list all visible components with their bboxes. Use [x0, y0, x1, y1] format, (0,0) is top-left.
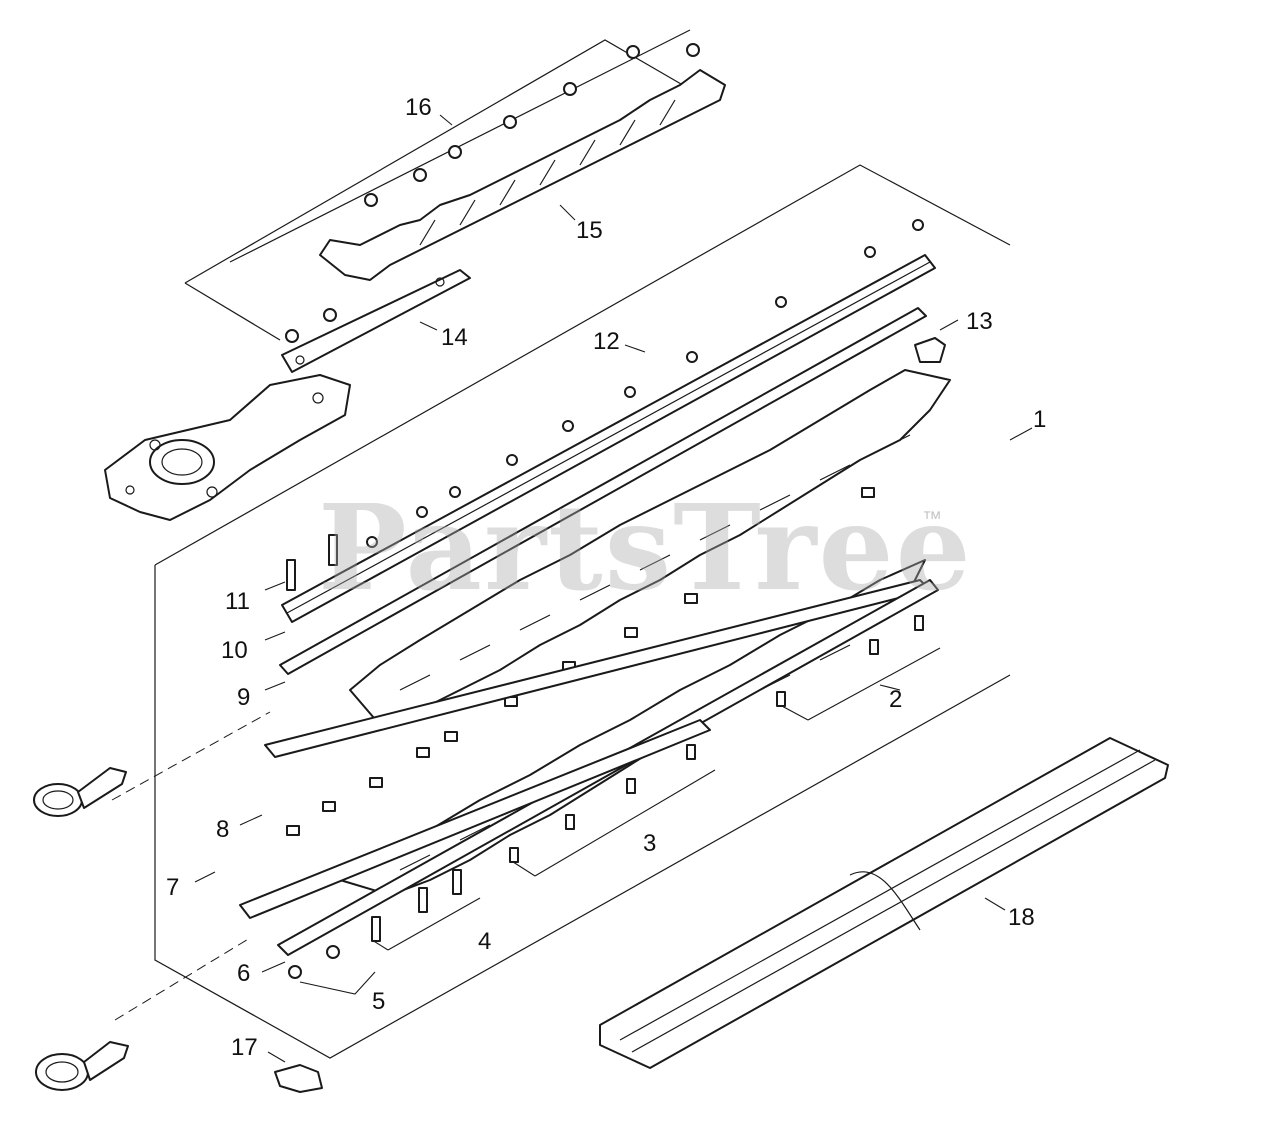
- part-15-upper-blade: [319, 69, 726, 281]
- part-14-bar: [281, 269, 471, 373]
- callout-10: 10: [221, 637, 248, 664]
- part-13-bracket: [914, 337, 946, 363]
- partstree-watermark: PartsTree: [318, 478, 973, 617]
- part-9-spacer-strip: [279, 307, 927, 675]
- trademark-symbol: ™: [922, 508, 942, 530]
- part-5-nuts: [288, 945, 376, 995]
- part-3-bolts: [509, 744, 716, 877]
- cutter-blade-upper: [349, 369, 951, 726]
- callout-15: 15: [576, 217, 603, 244]
- part-18-blade-cover: [599, 737, 1169, 1069]
- callout-18: 18: [1008, 904, 1035, 931]
- callout-7: 7: [166, 874, 180, 901]
- part-4-bolts: [371, 869, 481, 951]
- part-11-pins: [286, 534, 338, 591]
- callout-13: 13: [966, 308, 993, 335]
- callout-3: 3: [643, 830, 657, 857]
- part-12-nuts: [366, 219, 924, 548]
- wrench-tool-upper: [33, 711, 271, 817]
- callout-14: 14: [441, 324, 468, 351]
- wrench-tool-lower: [35, 937, 251, 1091]
- part-8-slide-nuts: [286, 487, 875, 836]
- callout-1: 1: [1033, 406, 1047, 433]
- part-2-bolts: [776, 615, 941, 721]
- assembly-boundary-lines: [154, 39, 1011, 1059]
- callout-8: 8: [216, 816, 230, 843]
- callout-17: 17: [231, 1034, 258, 1061]
- callout-leaders: [194, 114, 1033, 1063]
- part-16-nuts: [229, 29, 700, 343]
- part-17-clip: [274, 1064, 323, 1093]
- callout-11: 11: [225, 588, 250, 615]
- callout-5: 5: [372, 988, 386, 1015]
- part-6-plates: [239, 579, 939, 956]
- callout-2: 2: [889, 686, 903, 713]
- callout-9: 9: [237, 684, 251, 711]
- callout-6: 6: [237, 960, 251, 987]
- callout-16: 16: [405, 94, 432, 121]
- gear-case-housing: [104, 374, 351, 521]
- part-10-guide-rail: [281, 254, 936, 623]
- callout-4: 4: [478, 928, 492, 955]
- callout-12: 12: [593, 328, 620, 355]
